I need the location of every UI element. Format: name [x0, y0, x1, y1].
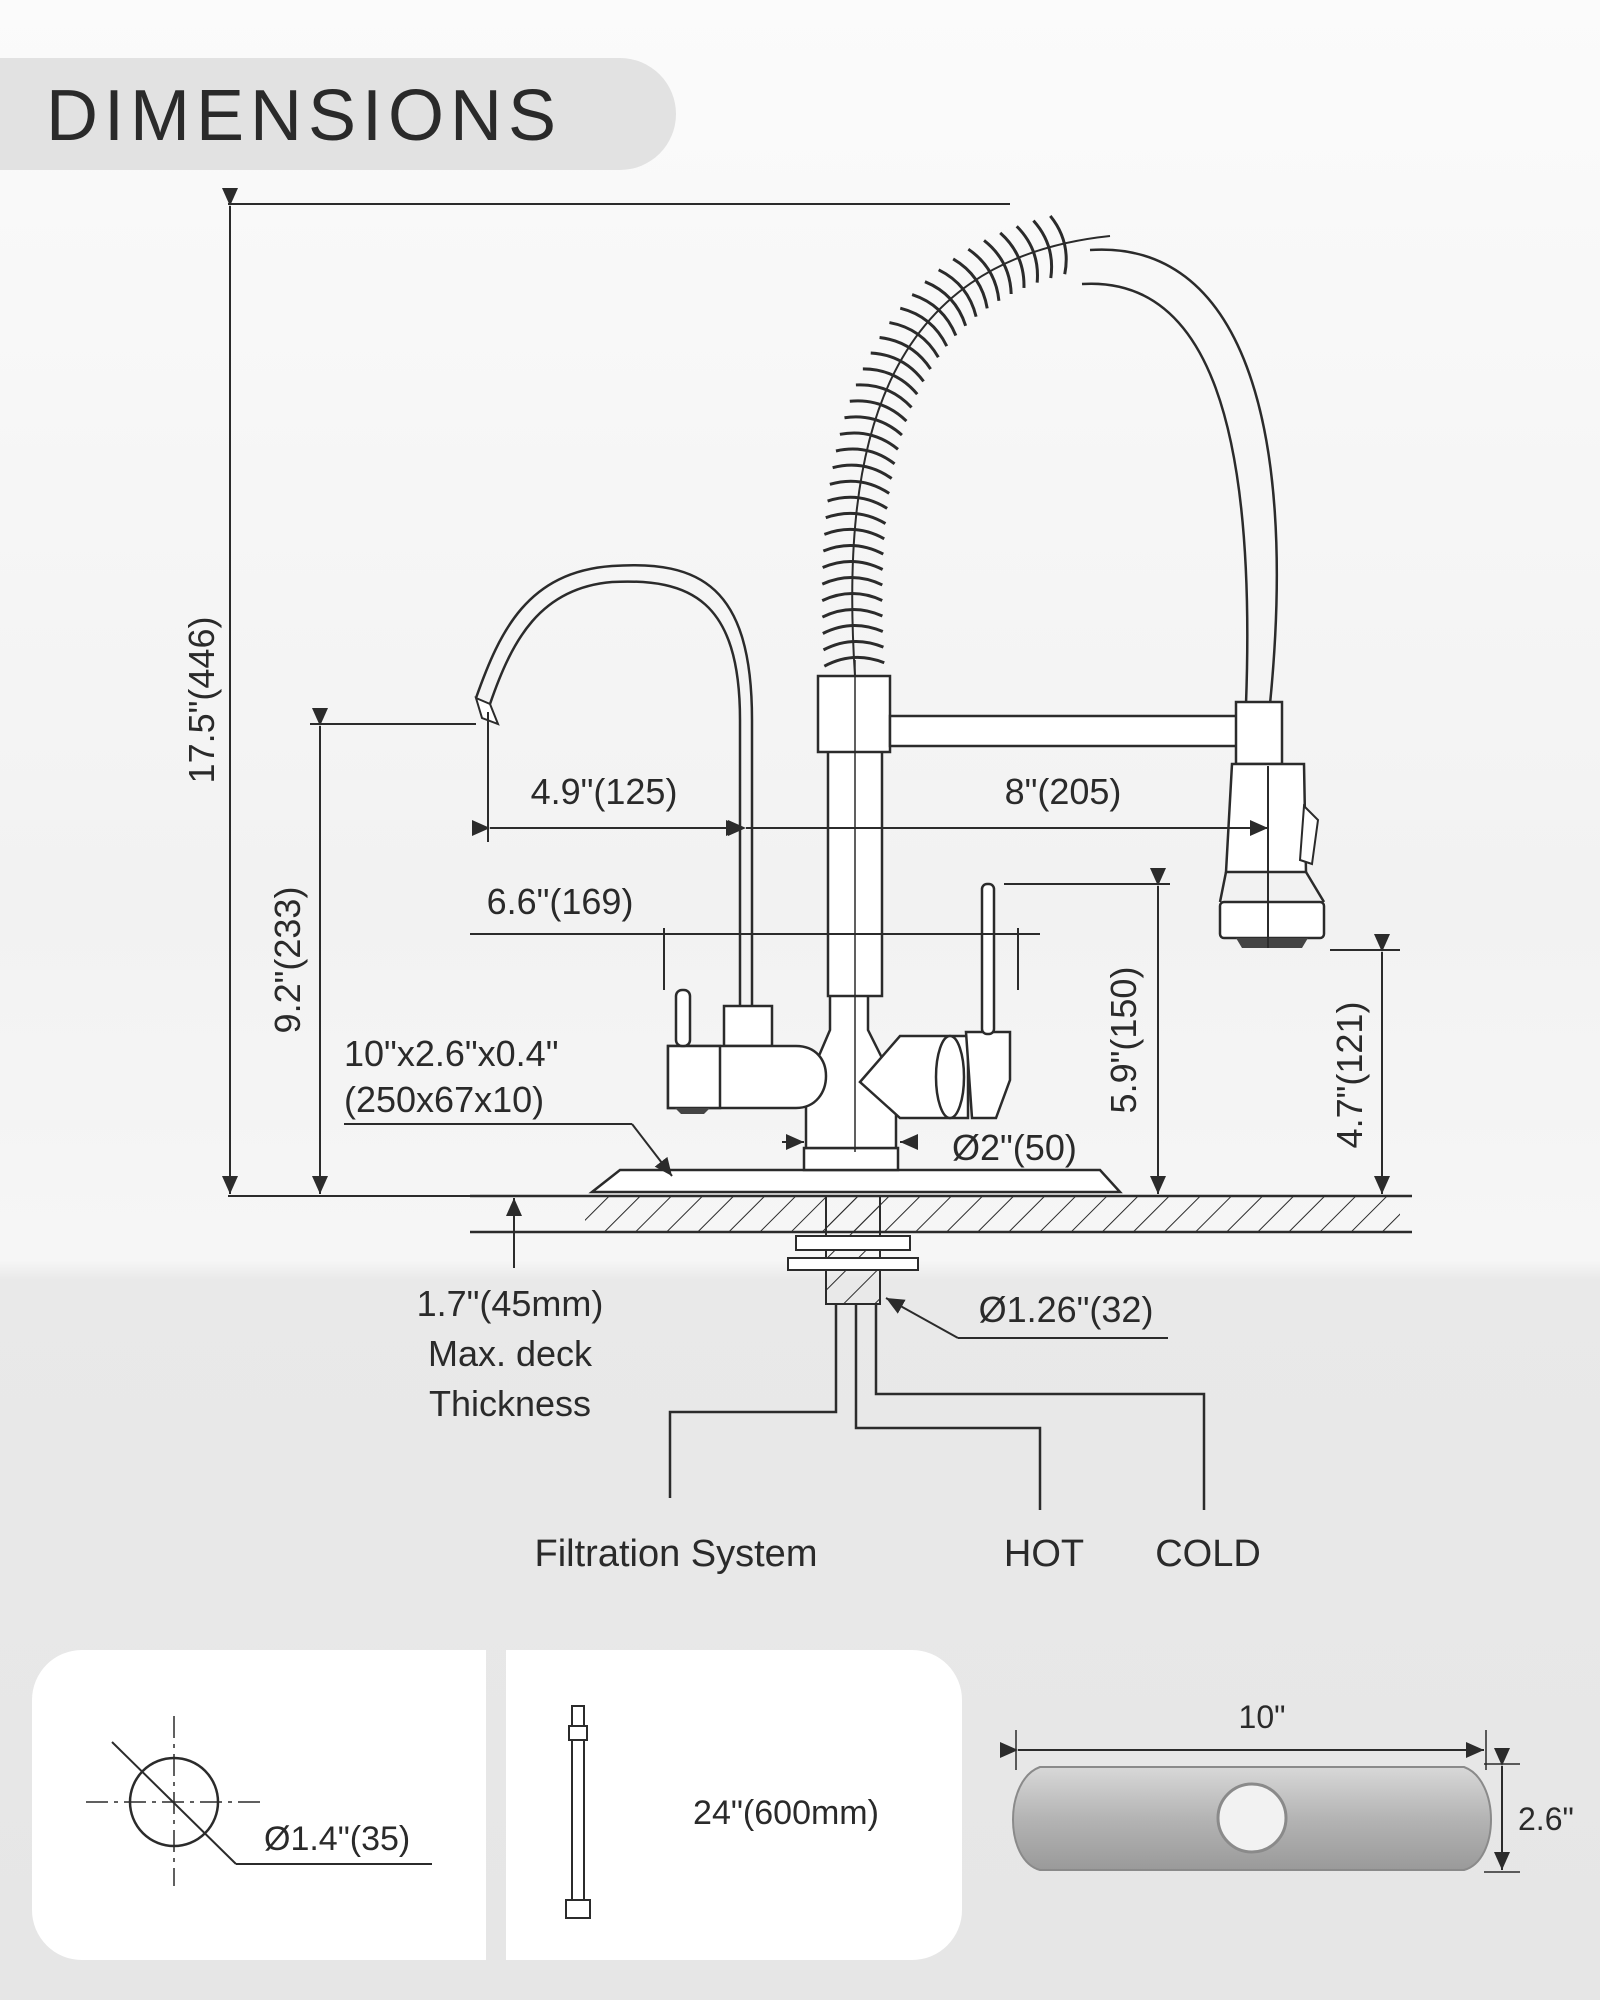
plate-size-imperial-label: 10"x2.6"x0.4"	[344, 1033, 558, 1074]
mixer-handle	[858, 882, 1012, 1120]
deck-thickness-value: 1.7"(45mm)	[417, 1283, 604, 1324]
total-height-label: 17.5"(446)	[181, 617, 222, 784]
spring-coil-turn	[967, 247, 1001, 301]
mounting-shank	[787, 1195, 919, 1305]
filter-spout	[474, 564, 754, 1020]
spring-coil-turn	[821, 576, 883, 587]
countertop	[470, 1194, 1412, 1234]
spring-coil-turn	[821, 608, 884, 619]
hose-length-label: 24"(600mm)	[693, 1794, 879, 1832]
hot-line	[854, 1304, 1042, 1510]
spring-coil-turn	[827, 495, 888, 510]
header-banner: DIMENSIONS	[0, 58, 676, 170]
spring-coil-turn	[870, 351, 925, 383]
spring-coil-turn	[832, 463, 893, 480]
hose-panel: 24"(600mm)	[506, 1650, 962, 1960]
handle-spread-label: 6.6"(169)	[487, 881, 634, 922]
spring-coil-turn	[889, 321, 940, 359]
deck-plate	[588, 1168, 1123, 1194]
supply-lines	[668, 1304, 1206, 1510]
cold-label: COLD	[1155, 1533, 1261, 1575]
spring-coil-turn	[822, 639, 884, 652]
spring-coil-turn	[823, 655, 885, 668]
spring-coil-turn	[937, 268, 978, 318]
page-title: DIMENSIONS	[46, 76, 562, 156]
deck-plate-panel: 10" 2.6"	[1000, 1699, 1574, 1873]
cold-line	[874, 1304, 1206, 1510]
spring-coil-turn	[825, 511, 887, 525]
spring-coil-turn	[822, 624, 884, 635]
spring-coil-turn	[822, 543, 884, 556]
spout-arm	[888, 714, 1240, 748]
hole-circle	[128, 1756, 220, 1848]
mounting-hole-panel: Ø1.4"(35)	[32, 1650, 486, 1960]
spray-head	[1218, 700, 1326, 948]
plate-width-label: 10"	[1239, 1699, 1286, 1735]
spring-coil-turn	[924, 280, 968, 327]
spring-coil-turn	[879, 336, 932, 370]
spring-coil-turn	[823, 527, 885, 541]
spring-coil-turn	[821, 592, 883, 602]
spring-coil-turn	[999, 231, 1026, 289]
spring-coil-turn	[822, 560, 884, 571]
spring-coil-turn	[855, 383, 913, 409]
spring-coil-turn	[829, 479, 891, 495]
spring-coil-turn	[1049, 215, 1068, 275]
spring-coil-turn	[983, 239, 1013, 295]
spring-coil-turn	[862, 367, 919, 396]
filtration-system-label: Filtration System	[535, 1533, 818, 1575]
deck-thickness-line3: Thickness	[429, 1383, 591, 1424]
plate-size-metric-label: (250x67x10)	[344, 1079, 544, 1120]
filter-spout-height-label: 9.2"(233)	[267, 887, 308, 1034]
pulldown-hose	[1081, 248, 1279, 705]
spring-coil-turn	[911, 293, 958, 337]
filter-spout-reach-label: 4.9"(125)	[531, 771, 678, 812]
hole-diameter-label: Ø1.4"(35)	[264, 1820, 410, 1858]
spring-coil-turn	[839, 431, 899, 451]
base-diameter-label: Ø2"(50)	[952, 1127, 1077, 1168]
spring-coil-turn	[899, 306, 949, 347]
dimension-labels: 17.5"(446) 9.2"(233) 4.9"(125) 8"(205) 6…	[181, 617, 1370, 1575]
spray-clearance-label: 4.7"(121)	[1329, 1002, 1370, 1149]
shank-diameter-label: Ø1.26"(32)	[979, 1289, 1154, 1330]
spring-coil	[821, 215, 1111, 677]
dimension-lines	[222, 188, 1400, 1339]
handle-height-label: 5.9"(150)	[1103, 967, 1144, 1114]
hot-label: HOT	[1004, 1533, 1084, 1575]
spring-coil-turn	[844, 415, 903, 437]
filtration-line	[668, 1304, 838, 1498]
main-spout-reach-label: 8"(205)	[1005, 771, 1122, 812]
spring-coil-turn	[952, 257, 989, 309]
spring-coil-turn	[1032, 219, 1054, 279]
filter-valve-body	[666, 988, 828, 1114]
spring-coil-turn	[849, 399, 908, 423]
deck-thickness-line2: Max. deck	[428, 1333, 593, 1374]
spring-coil-turn	[1015, 225, 1039, 283]
plate-height-label: 2.6"	[1518, 1801, 1574, 1837]
spring-coil-turn	[835, 447, 896, 466]
